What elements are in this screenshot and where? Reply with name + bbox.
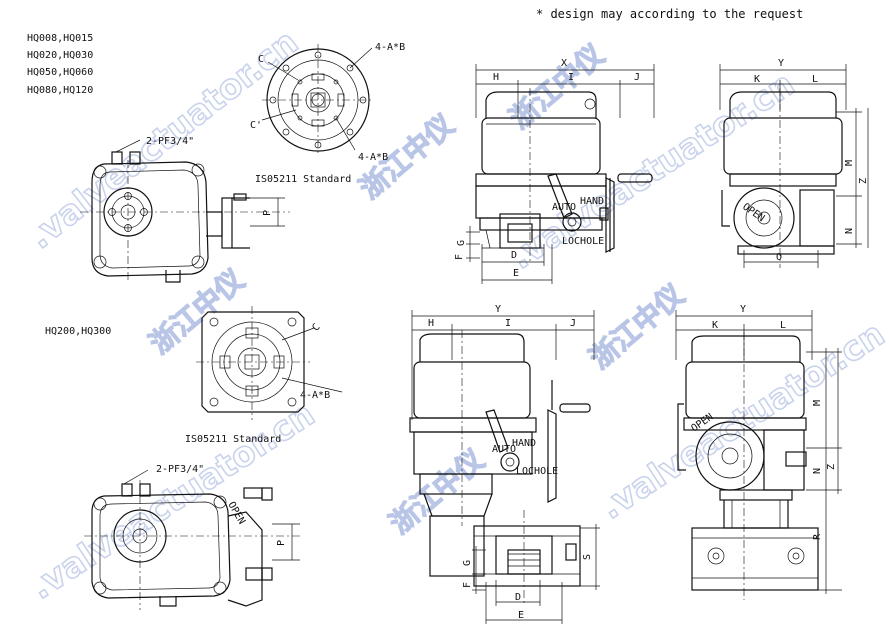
dim-label-r: R — [812, 533, 823, 540]
dim-label-cp-top: C' — [250, 120, 262, 131]
dim-label-f-2: F — [462, 582, 473, 588]
model-line-2: HQ020,HQ030 — [27, 50, 93, 61]
bolt-label-a2: 4-A*B — [358, 152, 388, 163]
lochole-label-2: LOCHOLE — [516, 466, 558, 477]
pf-label-top: 2-PF3/4" — [146, 136, 194, 147]
model-line-3: HQ050,HQ060 — [27, 67, 93, 78]
model-list-1: HQ008,HQ015 HQ020,HQ030 HQ050,HQ060 HQ08… — [27, 33, 93, 96]
dim-label-l-2: L — [780, 320, 786, 331]
pf-label-bottom: 2-PF3/4" — [156, 464, 204, 475]
front-view-lower: Y H I J AUTO HAND LOCHOLE — [409, 304, 600, 624]
dim-label-d-1: D — [511, 250, 517, 261]
top-view-upper: 2-PF3/4" P — [80, 136, 290, 283]
front-view-upper: X H I J D E G F — [454, 58, 655, 284]
dim-label-s: S — [582, 554, 593, 560]
dim-label-e-1: E — [513, 268, 519, 279]
model-line-4: HQ080,HQ120 — [27, 85, 93, 96]
design-note: * design may according to the request — [536, 7, 803, 21]
watermark-layer: .valveactuator.cn .valveactuator.cn .val… — [20, 21, 889, 608]
dim-label-g-2: G — [462, 560, 473, 566]
dim-label-h-1: H — [493, 72, 499, 83]
dim-label-y-3: Y — [740, 304, 746, 315]
dim-label-g-1: G — [456, 240, 467, 246]
iso-label-top: IS05211 Standard — [255, 174, 351, 185]
dim-label-j-2: J — [570, 318, 576, 329]
dim-label-y-2: Y — [495, 304, 501, 315]
watermark-cn-5: 浙江中仪 — [503, 37, 611, 135]
dim-label-c-top: C — [258, 54, 264, 65]
model-list-2: HQ200,HQ300 — [45, 326, 111, 337]
dim-label-i-1: I — [568, 72, 574, 83]
auto-label-1: AUTO — [552, 202, 576, 213]
dim-label-c-mid: C — [310, 322, 322, 334]
hand-label-1: HAND — [580, 196, 604, 207]
dim-label-k-2: K — [712, 320, 718, 331]
watermark-cn-3: 浙江中仪 — [583, 277, 691, 375]
iso-label-bottom: IS05211 Standard — [185, 434, 281, 445]
dim-label-l-1: L — [812, 74, 818, 85]
model-line-1: HQ008,HQ015 — [27, 33, 93, 44]
bolt-label-a1: 4-A*B — [375, 42, 405, 53]
dim-label-i-2: I — [505, 318, 511, 329]
dim-label-d-2: D — [515, 592, 521, 603]
dim-label-z-2: Z — [826, 464, 837, 470]
bolt-label-a3: 4-A*B — [300, 390, 330, 401]
dim-label-p-bottom: P — [276, 540, 287, 546]
dim-label-o-1: O — [776, 252, 782, 263]
dim-label-f-1: F — [454, 254, 465, 260]
flange-view-middle: C 4-A*B IS05211 Standard — [185, 306, 343, 445]
dim-label-j-1: J — [634, 72, 640, 83]
hand-label-2: HAND — [512, 438, 536, 449]
open-label-1: OPEN — [740, 201, 766, 224]
dim-label-y-1: Y — [778, 58, 784, 69]
dim-label-z-1: Z — [858, 178, 869, 184]
dim-label-n-2: N — [812, 468, 823, 474]
dim-label-x: X — [561, 58, 567, 69]
lochole-label-1: LOCHOLE — [562, 236, 604, 247]
dim-label-k-1: K — [754, 74, 760, 85]
dim-label-h-2: H — [428, 318, 434, 329]
dim-label-n-1: N — [844, 228, 855, 234]
watermark-url-c: .valveactuator.cn — [23, 394, 322, 607]
flange-view-top: 4-A*B 4-A*B C C' IS05211 Standard — [250, 42, 405, 185]
dim-label-m-1: M — [844, 160, 855, 166]
dim-label-p-top: P — [262, 210, 273, 216]
auto-label-2: AUTO — [492, 444, 516, 455]
dim-label-e-2: E — [518, 610, 524, 621]
dim-label-m-2: M — [812, 400, 823, 406]
side-view-upper: Y K L O OPEN M N Z — [719, 58, 869, 268]
